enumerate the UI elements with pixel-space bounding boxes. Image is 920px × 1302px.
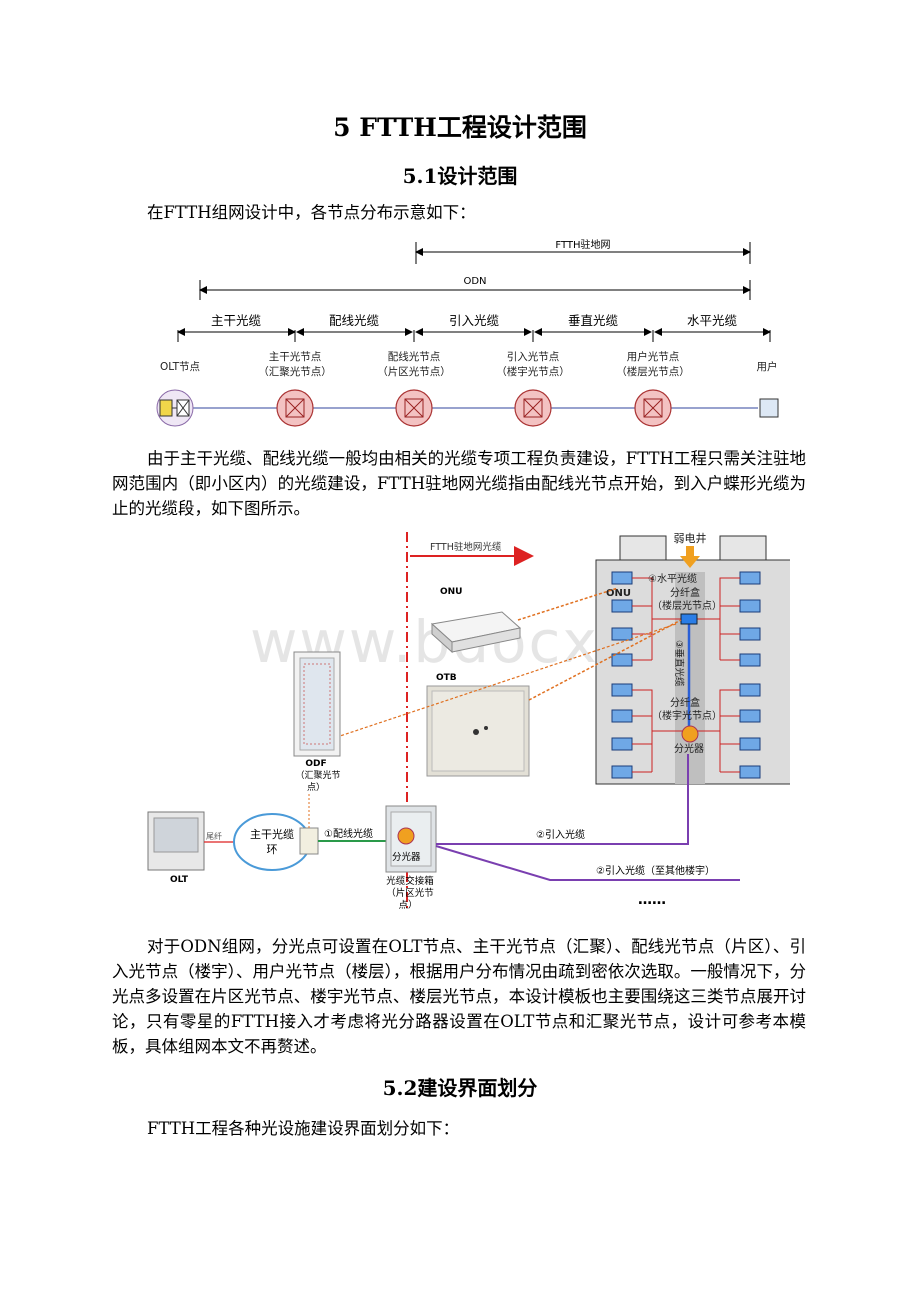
- node-distribution-diagram: FTTH驻地网 ODN 主干光缆 配线光缆 引入光缆 垂直光缆 水平光缆 OLT…: [156, 238, 779, 427]
- building-splitter-icon: [681, 725, 699, 743]
- paragraph-2: 对于ODN组网，分光点可设置在OLT节点、主干光节点（汇聚）、配线光节点（片区）…: [112, 937, 806, 1056]
- drop-cable-label: ②引入光缆: [536, 828, 585, 841]
- node-sublabel: （片区光节点）: [377, 365, 451, 378]
- floor-box-sublabel: （楼层光节点）: [652, 599, 722, 612]
- cabinet-sublabel: 点）: [398, 899, 417, 911]
- backbone-ring-label: 主干光缆: [250, 827, 294, 841]
- drop-cable-line: [436, 754, 689, 845]
- odf-sublabel: （汇聚光节: [295, 769, 340, 781]
- segment-label: 引入光缆: [449, 313, 500, 328]
- section-intro-5-2: FTTH工程各种光设施建设界面划分如下：: [147, 1119, 460, 1138]
- paragraph-1: 由于主干光缆、配线光缆一般均由相关的光缆专项工程负责建设，FTTH工程只需关注驻…: [112, 449, 806, 518]
- building-onu-label: ONU: [606, 588, 631, 599]
- section-title-5-2: 5.2建设界面划分: [382, 1076, 538, 1100]
- node-sublabel: （楼宇光节点）: [496, 365, 570, 378]
- floor-box-label: 分纤盒: [670, 586, 700, 599]
- section-title-5-1: 5.1设计范围: [402, 164, 518, 188]
- shaft-label: 弱电井: [674, 531, 707, 545]
- floor-splitter-box-icon: [680, 613, 698, 625]
- distribution-cable-label: ①配线光缆: [324, 827, 373, 840]
- odf-sublabel: 点）: [307, 782, 325, 793]
- cabinet-splitter-label: 分光器: [392, 851, 421, 863]
- horizontal-cable-label: ④水平光缆: [648, 572, 697, 585]
- pigtail-label: 尾纤: [206, 831, 222, 841]
- segment-label: 配线光缆: [329, 313, 380, 328]
- node-label: 用户光节点: [627, 350, 680, 363]
- shaft-arrow-icon: [680, 546, 700, 568]
- backbone-ring-label: 环: [267, 843, 278, 856]
- ellipsis: ……: [638, 892, 666, 908]
- otb-photo-label: OTB: [436, 673, 457, 683]
- building-box-label: 分纤盒: [670, 696, 700, 709]
- onu-photo-label: ONU: [440, 587, 463, 597]
- odn-span-label: ODN: [463, 276, 486, 287]
- drop-cable-line: [435, 845, 740, 881]
- cabinet-sublabel: （片区光节: [386, 887, 434, 899]
- onu-device-image: [430, 611, 522, 654]
- odf-label: ODF: [305, 759, 326, 769]
- building-splitter-label: 分光器: [674, 742, 704, 755]
- chapter-heading: 5 FTTH工程设计范围: [333, 113, 587, 142]
- olt-label: OLT: [170, 875, 189, 885]
- patch-panel-icon: [299, 827, 319, 855]
- drop-cable-other-label: ②引入光缆（至其他楼宇）: [596, 864, 715, 877]
- olt-node-icon: [156, 389, 194, 427]
- cabinet-splitter-icon: [397, 827, 415, 845]
- node-label: 配线光节点: [388, 350, 441, 363]
- olt-node-label: OLT节点: [160, 361, 200, 373]
- segment-label: 垂直光缆: [568, 313, 619, 328]
- segment-label: 水平光缆: [687, 313, 738, 328]
- user-label: 用户: [757, 360, 778, 373]
- ftth-cable-label: FTTH驻地网光缆: [430, 541, 502, 553]
- segment-label: 主干光缆: [211, 313, 262, 328]
- odf-rack-image: [293, 651, 341, 757]
- node-label: 引入光节点: [507, 350, 560, 363]
- node-sublabel: （汇聚光节点）: [258, 365, 332, 378]
- ftth-residential-network-diagram: FTTH驻地网光缆 弱电井 ④水平光缆 ONU 分纤盒 （楼层光节点） 分纤盒 …: [147, 531, 790, 911]
- ftth-span-label: FTTH驻地网: [555, 238, 610, 251]
- building-box-sublabel: （楼宇光节点）: [652, 709, 722, 722]
- node-label: 主干光节点: [269, 350, 322, 363]
- user-terminal-icon: [759, 398, 779, 418]
- olt-device-image: [147, 811, 205, 871]
- cabinet-label: 光缆交接箱: [386, 875, 434, 887]
- vertical-cable-label: ③垂直光缆: [673, 640, 685, 687]
- node-sublabel: （楼层光节点）: [616, 365, 690, 378]
- section-intro-5-1: 在FTTH组网设计中，各节点分布示意如下：: [147, 203, 476, 222]
- backbone-ring: [233, 813, 311, 871]
